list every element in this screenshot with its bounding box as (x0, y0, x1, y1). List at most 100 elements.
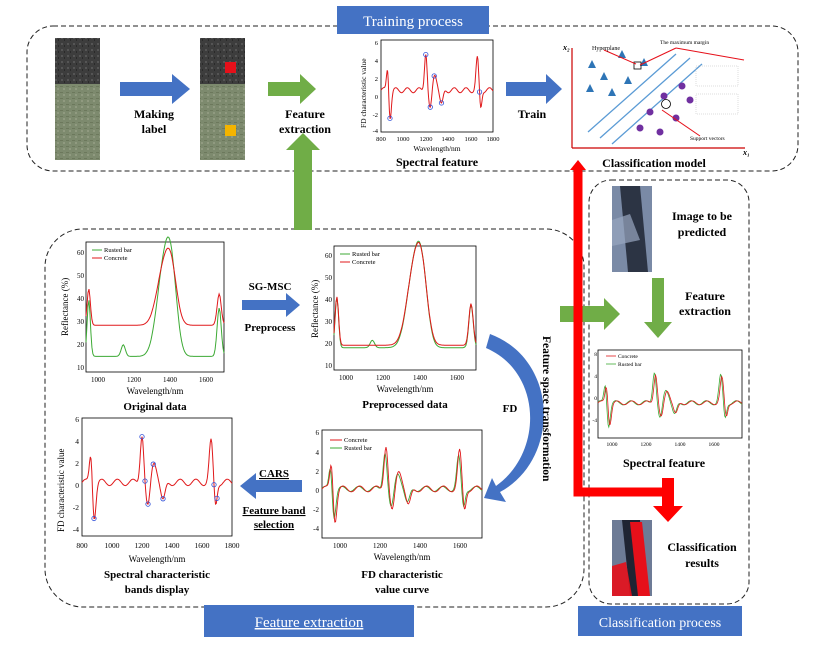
train-text: Train (518, 107, 547, 121)
arrow-up-green (286, 133, 320, 230)
svg-text:1400: 1400 (413, 374, 428, 382)
feature-band-2: selection (254, 519, 294, 531)
top-fd-chart: FD characteristic value 6 4 2 0 -2 -4 80… (359, 39, 500, 153)
sg-msc-label: SG-MSC (249, 281, 292, 293)
svg-text:40: 40 (325, 296, 333, 304)
svg-text:1000: 1000 (105, 541, 120, 550)
svg-text:Concrete: Concrete (344, 437, 368, 444)
svg-text:2: 2 (75, 459, 79, 468)
label-rusted-marker (225, 62, 236, 73)
svg-text:Wavelength/nm: Wavelength/nm (377, 384, 434, 394)
svg-text:1000: 1000 (607, 442, 618, 448)
svg-text:1600: 1600 (465, 136, 478, 143)
fd-curve-title-2: value curve (375, 584, 429, 596)
svg-text:-4: -4 (73, 525, 79, 534)
feature-banner (204, 605, 414, 637)
svg-text:1000: 1000 (339, 374, 354, 382)
svg-text:30: 30 (77, 318, 85, 326)
svg-text:1200: 1200 (420, 136, 433, 143)
svg-text:1800: 1800 (225, 541, 240, 550)
arrow-right-green (560, 298, 620, 330)
band-marker (160, 496, 166, 502)
top-fd-xticks: 800 1000 1200 1400 1600 1800 (376, 136, 499, 143)
arrow-cars (240, 473, 302, 499)
svg-text:4: 4 (594, 374, 597, 380)
svg-text:Rusted bar: Rusted bar (352, 251, 381, 258)
top-fd-ylabel: FD characteristic value (359, 58, 368, 128)
arrow-red-down (653, 478, 683, 522)
svg-text:Rusted bar: Rusted bar (344, 445, 373, 452)
svg-text:60: 60 (325, 252, 333, 260)
svg-text:Concrete: Concrete (104, 255, 128, 262)
svg-text:2: 2 (375, 76, 378, 83)
svg-text:1600: 1600 (450, 374, 465, 382)
fd-curve-chart: 6 4 2 0 -2 -4 1000 1200 1400 1600 Wavele… (313, 429, 483, 562)
class-results-2: results (685, 556, 719, 570)
svg-text:Concrete: Concrete (352, 259, 376, 266)
original-data-title: Original data (123, 401, 187, 413)
svg-text:8: 8 (594, 352, 597, 358)
class-feature-extraction-2: extraction (679, 304, 731, 318)
band-marker (214, 495, 220, 501)
svg-text:1600: 1600 (199, 376, 214, 384)
training-banner-text: Training process (363, 14, 463, 30)
svg-text:Concrete: Concrete (618, 354, 638, 360)
arrow-making-label (120, 74, 190, 104)
band-marker (431, 73, 437, 79)
band-marker (145, 501, 151, 507)
arrow-to-feature-extraction (268, 74, 316, 104)
svg-text:1200: 1200 (373, 542, 388, 550)
svg-text:20: 20 (77, 341, 85, 349)
svg-text:4: 4 (375, 58, 379, 65)
sample-image-labeled (200, 38, 245, 160)
band-marker (387, 115, 393, 121)
train-feature-extraction-2: extraction (279, 122, 331, 136)
svm-x1: x₁ (742, 148, 750, 157)
class-results-1: Classification (667, 540, 737, 554)
svg-text:30: 30 (325, 318, 333, 326)
svg-text:1600: 1600 (709, 442, 720, 448)
svg-text:1200: 1200 (641, 442, 652, 448)
arrow-sg-msc (242, 293, 300, 317)
classification-banner (578, 606, 742, 636)
cars-label: CARS (259, 468, 289, 480)
training-banner (337, 6, 489, 34)
svg-text:0: 0 (375, 94, 378, 101)
svg-text:0: 0 (75, 481, 79, 490)
sample-image-raw (55, 38, 100, 160)
svg-text:Rusted bar: Rusted bar (618, 362, 642, 368)
band-marker (142, 478, 148, 484)
making-label-text-2: label (142, 122, 167, 136)
svg-text:-4: -4 (313, 525, 319, 533)
svg-text:1400: 1400 (675, 442, 686, 448)
svg-text:FD characteristic value: FD characteristic value (56, 449, 66, 532)
svg-text:1600: 1600 (453, 542, 468, 550)
image-predicted-1: Image to be (672, 209, 733, 223)
result-image (612, 520, 652, 596)
band-marker (427, 104, 433, 110)
svg-text:1000: 1000 (397, 136, 410, 143)
svm-hyperplane: Hyperplane (592, 46, 620, 52)
svg-text:1200: 1200 (376, 374, 391, 382)
svm-margin: The maximum margin (660, 40, 709, 46)
band-marker (438, 100, 445, 106)
svg-text:4: 4 (316, 449, 320, 457)
bands-title-1: Spectral characteristic (104, 569, 210, 581)
svg-text:60: 60 (77, 249, 85, 257)
band-marker (423, 51, 429, 58)
svg-text:1200: 1200 (127, 376, 142, 384)
svg-text:Reflectance (%): Reflectance (%) (310, 280, 320, 338)
arrow-down-green (644, 278, 672, 338)
svg-text:0: 0 (316, 487, 320, 495)
making-label-text-1: Making (134, 107, 174, 121)
image-predicted-2: predicted (678, 225, 727, 239)
svg-text:40: 40 (77, 295, 85, 303)
svg-text:50: 50 (325, 274, 333, 282)
arrow-train (506, 74, 562, 104)
svg-text:1000: 1000 (91, 376, 106, 384)
svg-text:1000: 1000 (333, 542, 348, 550)
fd-curve-title-1: FD characteristic (361, 569, 443, 581)
original-data-chart: 60 50 40 30 20 10 1000 1200 1400 1600 Re… (60, 236, 225, 396)
classification-banner-text: Classification process (599, 616, 721, 631)
arrow-red-path (573, 168, 668, 497)
